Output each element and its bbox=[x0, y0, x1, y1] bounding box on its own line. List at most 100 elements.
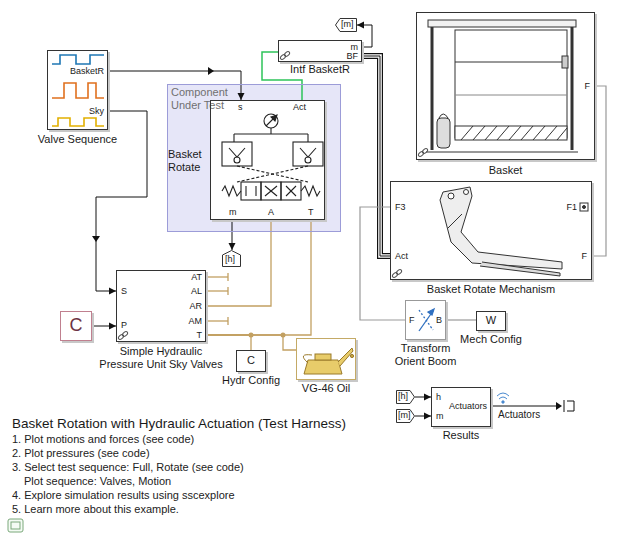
arrowhead bbox=[357, 22, 364, 29]
port-terminator bbox=[206, 290, 228, 291]
port-label: m bbox=[229, 207, 237, 218]
basket-drawing bbox=[455, 30, 567, 138]
basket-drawing bbox=[426, 20, 578, 152]
valve-symbol bbox=[286, 186, 296, 196]
valve-symbol bbox=[305, 157, 311, 163]
signal-builder-block: BasketRSkyValve Sequence bbox=[47, 50, 108, 130]
basket-drawing bbox=[571, 27, 574, 150]
port-terminator bbox=[206, 320, 228, 321]
mechanism-drawing bbox=[480, 262, 560, 276]
basket-drawing bbox=[455, 95, 567, 96]
scope-block: hmActuatorsResults bbox=[431, 387, 491, 427]
mechanism-block: F3F1ActFBasket Rotate Mechanism bbox=[390, 181, 592, 280]
connector bbox=[206, 335, 296, 350]
library-link-icon bbox=[118, 334, 125, 341]
oil-can-icon bbox=[303, 355, 312, 363]
port-label: [m] bbox=[398, 410, 411, 421]
port-label: F bbox=[585, 81, 591, 92]
basket-drawing bbox=[437, 118, 450, 148]
arrowhead bbox=[424, 394, 431, 401]
port-label: Act bbox=[293, 102, 306, 113]
valve-symbol bbox=[307, 134, 308, 142]
transform-icon bbox=[419, 310, 433, 330]
oil-can-icon bbox=[304, 360, 342, 374]
connector bbox=[446, 320, 476, 321]
connector-line bbox=[362, 56, 390, 256]
arrowhead bbox=[229, 243, 236, 250]
valve-symbol bbox=[237, 166, 308, 182]
pressure-unit-block: SPATALARAMTSimple Hydraulic Pressure Uni… bbox=[116, 270, 206, 342]
connector bbox=[206, 220, 271, 306]
tag-outline bbox=[336, 19, 357, 32]
library-link-icon bbox=[418, 151, 425, 158]
valve-symbol bbox=[261, 182, 281, 200]
mechanism-drawing bbox=[440, 187, 588, 276]
block-label: Intf BasketR bbox=[290, 63, 350, 76]
valve-symbol bbox=[265, 186, 277, 196]
port-label: [h] bbox=[398, 391, 408, 402]
valve-symbol bbox=[255, 186, 256, 196]
connector bbox=[92, 323, 116, 330]
connector bbox=[360, 207, 405, 320]
basket-drawing bbox=[428, 20, 576, 27]
output-line bbox=[556, 402, 562, 410]
signal-waveforms bbox=[52, 55, 104, 64]
port-label: T bbox=[308, 207, 314, 218]
port-label: A bbox=[268, 207, 274, 218]
connector-line bbox=[357, 25, 372, 47]
block-text: C bbox=[70, 315, 83, 337]
basket-drawing bbox=[562, 56, 568, 68]
block-label: Basket Rotate Mechanism bbox=[427, 283, 555, 296]
mechanism-drawing bbox=[448, 214, 462, 228]
connector bbox=[415, 394, 431, 401]
port-label: F1 bbox=[566, 202, 577, 213]
library-link-icon bbox=[284, 51, 291, 58]
block-label: Basket bbox=[489, 164, 523, 177]
valve-symbol bbox=[265, 186, 277, 196]
block-label: Valve Sequence bbox=[38, 133, 117, 146]
subsystem-band: Component Under TestBasket RotatesActmAT bbox=[167, 84, 341, 232]
connector bbox=[206, 335, 251, 350]
block-label: Mech Config bbox=[460, 333, 522, 346]
valve-symbol bbox=[271, 115, 277, 121]
oil-can-icon bbox=[338, 348, 353, 366]
block-label: Simple Hydraulic Pressure Unit Sky Valve… bbox=[98, 345, 224, 371]
port-label: m bbox=[436, 411, 444, 422]
mechanism-drawing bbox=[440, 187, 562, 269]
port-label: BasketR bbox=[70, 66, 104, 77]
connector bbox=[415, 413, 431, 420]
transform-icon bbox=[419, 309, 434, 331]
output-line bbox=[564, 400, 574, 412]
port-label: Component Under Test bbox=[171, 86, 228, 112]
connector-line bbox=[206, 335, 251, 350]
basket-drawing bbox=[455, 126, 567, 140]
signal-label: Actuators bbox=[498, 409, 540, 421]
block-label: Transform Orient Boom bbox=[393, 342, 459, 368]
interface-block: mBFIntf BasketR bbox=[278, 40, 362, 62]
model-icon bbox=[8, 519, 23, 532]
block-label: VG-46 Oil bbox=[302, 382, 350, 395]
port-label: AR bbox=[189, 301, 202, 312]
valve-symbol bbox=[270, 128, 271, 134]
goto-tag: [h] bbox=[222, 250, 241, 267]
basket-drawing bbox=[426, 152, 578, 153]
valve-symbol bbox=[301, 186, 320, 196]
connector-line bbox=[262, 52, 302, 100]
valve-symbol bbox=[237, 166, 308, 182]
model-icon bbox=[8, 519, 23, 532]
port-label: AT bbox=[191, 272, 202, 283]
connector bbox=[206, 220, 311, 335]
basket-drawing bbox=[461, 126, 567, 140]
signal-log-icon bbox=[499, 397, 507, 399]
port-label: AM bbox=[189, 316, 203, 327]
transform-icon bbox=[428, 309, 434, 315]
basket-drawing bbox=[455, 62, 567, 63]
basket-block: FBasket bbox=[416, 12, 595, 160]
valve-symbol bbox=[286, 186, 296, 196]
library-link-icon bbox=[280, 54, 287, 61]
arrowhead bbox=[109, 323, 116, 330]
valve-symbol bbox=[222, 114, 323, 200]
transform-block: FBTransform Orient Boom bbox=[405, 300, 446, 340]
subsystem-band-fill bbox=[210, 100, 325, 220]
